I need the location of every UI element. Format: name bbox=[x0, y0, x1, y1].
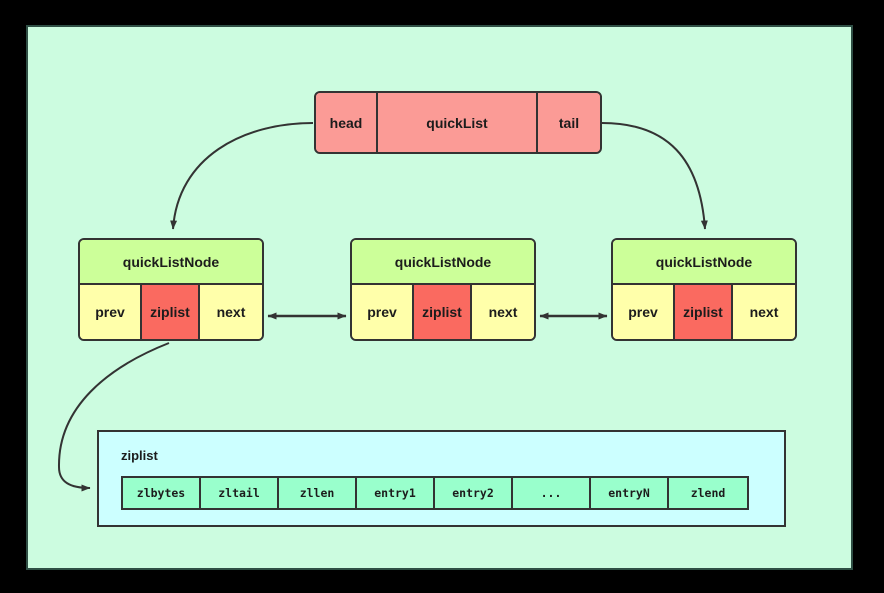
quicklistnode-2-fields: prev ziplist next bbox=[352, 285, 534, 339]
quicklistnode-1-ziplist[interactable]: ziplist bbox=[142, 285, 200, 339]
quicklistnode-1-title: quickListNode bbox=[80, 240, 262, 285]
quicklistnode-2-next[interactable]: next bbox=[472, 285, 534, 339]
ziplist-cell-entry1[interactable]: entry1 bbox=[357, 478, 435, 508]
quicklistnode-1-next[interactable]: next bbox=[200, 285, 262, 339]
quicklistnode-3-fields: prev ziplist next bbox=[613, 285, 795, 339]
ziplist-cell-zlbytes[interactable]: zlbytes bbox=[123, 478, 201, 508]
diagram-canvas: head quickList tail quickListNode prev z… bbox=[26, 25, 853, 570]
ziplist-cell-ellipsis: ... bbox=[513, 478, 591, 508]
connector-tail-to-node3 bbox=[601, 122, 708, 230]
ziplist-cell-zlend[interactable]: zlend bbox=[669, 478, 747, 508]
ziplist-cell-entry2[interactable]: entry2 bbox=[435, 478, 513, 508]
quicklistnode-3-next[interactable]: next bbox=[733, 285, 795, 339]
ziplist-detail-title: ziplist bbox=[121, 448, 158, 463]
ziplist-detail-panel: ziplist zlbytes zltail zllen entry1 entr… bbox=[97, 430, 786, 527]
quicklistnode-1-prev[interactable]: prev bbox=[80, 285, 142, 339]
quicklist-struct: head quickList tail bbox=[314, 91, 602, 154]
quicklistnode-3-title: quickListNode bbox=[613, 240, 795, 285]
quicklistnode-3-prev[interactable]: prev bbox=[613, 285, 675, 339]
quicklist-title: quickList bbox=[378, 93, 538, 152]
ziplist-cell-row: zlbytes zltail zllen entry1 entry2 ... e… bbox=[121, 476, 749, 510]
quicklistnode-2[interactable]: quickListNode prev ziplist next bbox=[350, 238, 536, 341]
quicklistnode-2-title: quickListNode bbox=[352, 240, 534, 285]
quicklistnode-1[interactable]: quickListNode prev ziplist next bbox=[78, 238, 264, 341]
quicklistnode-3-ziplist[interactable]: ziplist bbox=[675, 285, 733, 339]
quicklistnode-1-fields: prev ziplist next bbox=[80, 285, 262, 339]
quicklistnode-2-ziplist[interactable]: ziplist bbox=[414, 285, 472, 339]
ziplist-cell-entryn[interactable]: entryN bbox=[591, 478, 669, 508]
ziplist-cell-zllen[interactable]: zllen bbox=[279, 478, 357, 508]
connector-head-to-node1 bbox=[170, 122, 314, 230]
ziplist-cell-zltail[interactable]: zltail bbox=[201, 478, 279, 508]
quicklistnode-2-prev[interactable]: prev bbox=[352, 285, 414, 339]
quicklist-head-field[interactable]: head bbox=[316, 93, 378, 152]
quicklistnode-3[interactable]: quickListNode prev ziplist next bbox=[611, 238, 797, 341]
quicklist-tail-field[interactable]: tail bbox=[538, 93, 600, 152]
